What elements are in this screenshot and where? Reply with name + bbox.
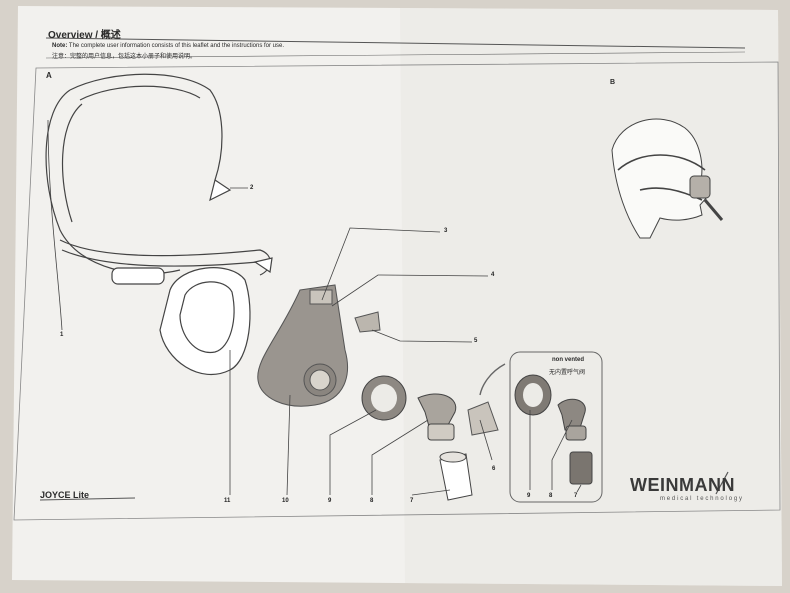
page-title: Overview / 概述 [48,30,121,41]
callout-number: 2 [250,185,254,191]
headgear-illustration [45,73,273,285]
callout-number: 7 [410,498,414,504]
non-vented-label: non vented [552,357,585,363]
callout-number: 6 [492,466,496,472]
tube-7-illustration [439,451,473,501]
callout-number: 1 [60,332,64,338]
non-vented-label-cn: 无内置呼气阀 [549,370,586,376]
callout-number: 7 [574,493,578,499]
elbow-8-nv-illustration [557,398,587,441]
tube-7-nv-illustration [569,451,593,485]
part-5-illustration [354,311,381,333]
callout-number: 8 [549,493,553,499]
non-vented-box [479,351,603,503]
note-text: The complete user information consists o… [67,43,285,49]
brand-slash [715,471,729,495]
callout-number: 9 [328,498,332,504]
ring-9-illustration [361,375,407,421]
cushion-illustration [159,267,251,376]
callout-number: 3 [444,228,448,234]
section-label-a: A [46,71,52,80]
brand-tagline: medical technology [660,496,744,502]
brand-logo-text: WEINMANN [630,475,735,495]
note-line-cn: 注意：完整的用户信息，包括这本小册子和使用说明。 [52,54,197,60]
callout-number: 9 [527,493,531,499]
callout-number: 10 [282,498,289,504]
ring-9-nv-illustration [514,374,552,416]
callout-number: 8 [370,498,374,504]
mask-shell-illustration [257,284,348,407]
product-name: JOYCE Lite [40,490,90,500]
section-label-b: B [610,79,616,86]
head-illustration [611,118,724,239]
callout-number: 5 [474,338,478,344]
note-label: Note: [52,43,68,49]
part-6-illustration [467,401,499,436]
callout-number: 4 [491,272,495,278]
callout-number: 11 [224,498,231,504]
elbow-8-illustration [417,393,457,441]
note-line: Note: The complete user information cons… [52,43,284,49]
